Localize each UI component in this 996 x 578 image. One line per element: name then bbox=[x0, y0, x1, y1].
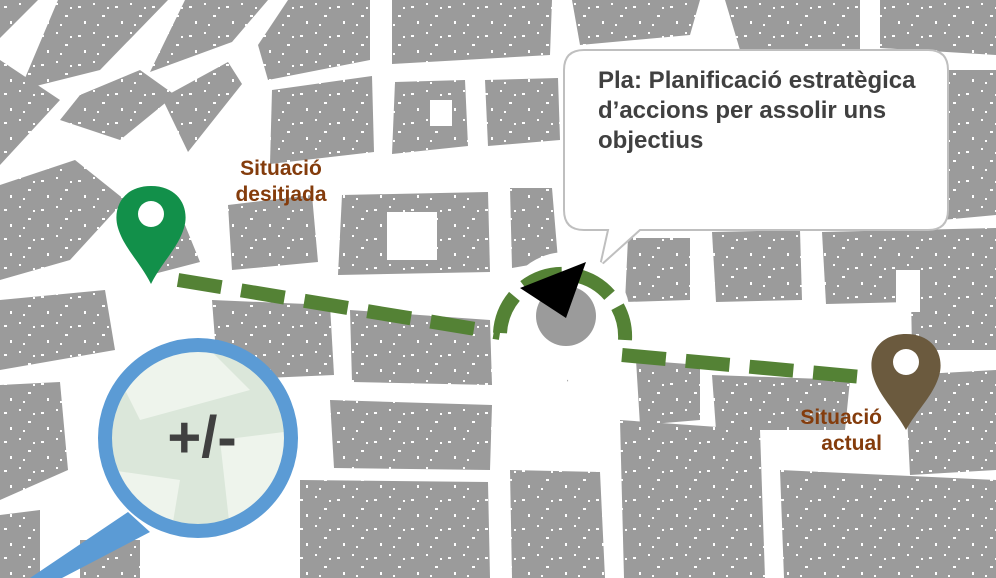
route-arrowhead bbox=[520, 262, 586, 318]
magnifying-glass-icon bbox=[30, 338, 298, 578]
plus-minus-text: +/- bbox=[167, 405, 237, 470]
current-pin-icon bbox=[871, 334, 941, 430]
desired-pin-icon bbox=[116, 186, 186, 284]
route-path bbox=[176, 266, 863, 384]
current-situation-label: Situació actual bbox=[800, 406, 882, 455]
callout-bubble bbox=[563, 49, 949, 269]
plan-definition-text: Pla: Planificació estratègica d’accions … bbox=[598, 67, 916, 154]
desired-situation-label: Situació desitjada bbox=[235, 157, 327, 206]
